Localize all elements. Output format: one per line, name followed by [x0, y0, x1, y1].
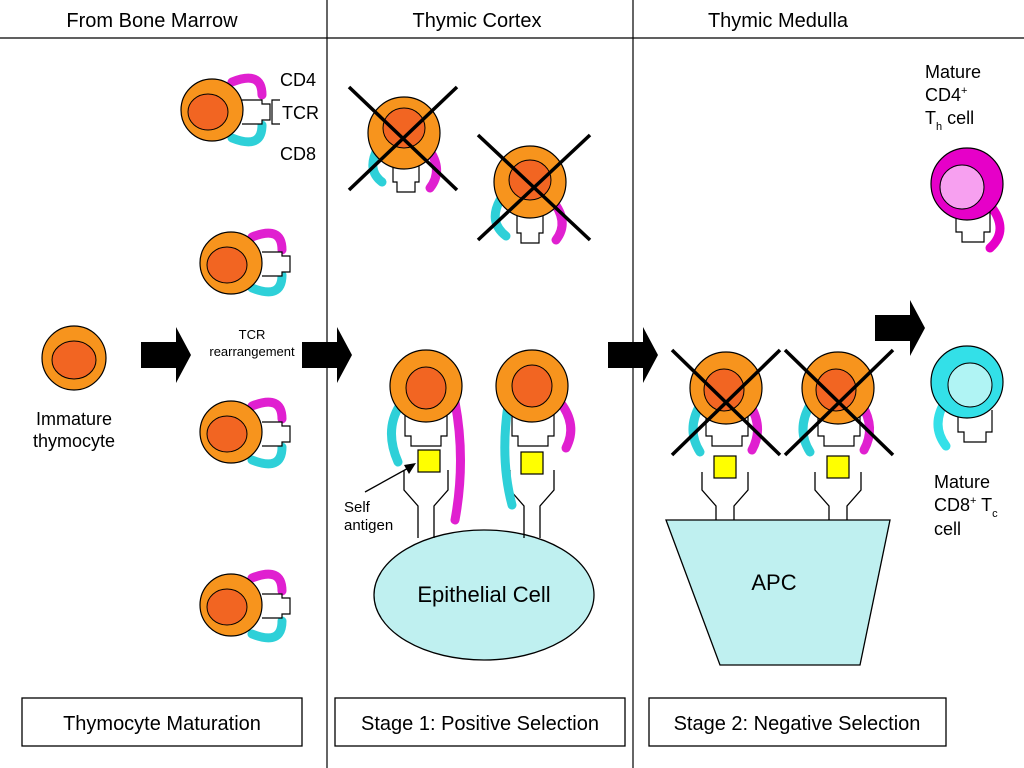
double-positive-thymocyte-3	[199, 397, 291, 469]
self-antigen-left	[417, 449, 441, 473]
self-antigen-label-2: antigen	[344, 517, 393, 534]
arrow-right-4	[875, 300, 925, 356]
arrow-right-2	[302, 327, 352, 383]
apc-mhc-right	[814, 472, 862, 520]
stage-label-positive: Stage 1: Positive Selection	[361, 713, 599, 735]
mature-cd8-label-2-t: T	[976, 495, 992, 515]
rejected-thymocyte-cortex-2	[476, 133, 592, 245]
rejected-thymocyte-medulla-1	[670, 348, 782, 457]
mature-cd8-label-1: Mature	[934, 472, 990, 492]
immature-label-2: thymocyte	[33, 431, 115, 451]
stage-box-positive: Stage 1: Positive Selection	[334, 697, 626, 747]
immature-thymocyte	[41, 325, 107, 391]
cd8-label: CD8	[280, 144, 316, 164]
mature-cd4-label-3-sub: h	[936, 121, 942, 133]
mature-cd8-label-2-sub: c	[992, 508, 998, 520]
tcr-bracket	[271, 99, 280, 125]
mature-cd8-label-2-main: CD8	[934, 495, 970, 515]
selected-thymocyte-cortex-2	[495, 349, 576, 510]
mature-cd8-label-2: CD8+ Tc	[934, 495, 998, 520]
mature-cd8-label-2-sup: +	[970, 495, 976, 507]
mature-cd4-label-3-rest: cell	[942, 108, 974, 128]
double-positive-thymocyte-1	[180, 73, 271, 147]
arrow-right-1	[141, 327, 191, 383]
apc-mhc-left	[701, 472, 749, 520]
stage-label-negative: Stage 2: Negative Selection	[674, 713, 921, 735]
epithelial-cell-label: Epithelial Cell	[417, 582, 550, 607]
mature-cd8-tc-cell	[930, 345, 1004, 451]
header-thymic-medulla: Thymic Medulla	[708, 10, 849, 32]
double-positive-thymocyte-2	[199, 228, 291, 297]
header-thymic-cortex: Thymic Cortex	[413, 10, 542, 32]
mature-cd4-th-cell	[930, 147, 1005, 253]
epithelial-cell	[373, 529, 595, 661]
stage-box-negative: Stage 2: Negative Selection	[648, 697, 947, 747]
rejected-thymocyte-cortex-1	[347, 85, 459, 193]
self-antigen-label-1: Self	[344, 499, 371, 516]
mature-cd4-label-2-main: CD4	[925, 85, 961, 105]
header-bone-marrow: From Bone Marrow	[66, 10, 238, 32]
tcr-label: TCR	[282, 103, 319, 123]
double-positive-thymocyte-4	[199, 569, 291, 643]
selected-thymocyte-cortex-1	[387, 349, 465, 525]
self-antigen-pointer-head	[404, 463, 416, 474]
mature-cd4-label-3: Th cell	[925, 108, 974, 133]
stage-box-maturation: Thymocyte Maturation	[21, 697, 303, 747]
mature-cd4-label-2: CD4+	[925, 85, 967, 105]
self-antigen-apc-left	[713, 455, 737, 479]
stage-label-maturation: Thymocyte Maturation	[63, 713, 261, 735]
apc-label: APC	[751, 570, 796, 595]
epithelial-mhc-right	[509, 470, 555, 538]
tcr-rearrangement-label-1: TCR	[239, 327, 266, 342]
tcr-rearrangement-label-2: rearrangement	[209, 344, 295, 359]
immature-label-1: Immature	[36, 409, 112, 429]
mature-cd4-label-2-sup: +	[961, 85, 967, 97]
arrow-right-3	[608, 327, 658, 383]
epithelial-mhc-left	[403, 470, 449, 538]
self-antigen-apc-right	[826, 455, 850, 479]
apc-cell	[665, 519, 891, 666]
self-antigen-pointer	[364, 465, 413, 493]
rejected-thymocyte-medulla-2	[783, 348, 895, 457]
mature-cd4-label-3-t: T	[925, 108, 936, 128]
mature-cd8-label-3: cell	[934, 519, 961, 539]
cd4-label: CD4	[280, 70, 316, 90]
self-antigen-right	[520, 451, 544, 475]
mature-cd4-label-1: Mature	[925, 62, 981, 82]
